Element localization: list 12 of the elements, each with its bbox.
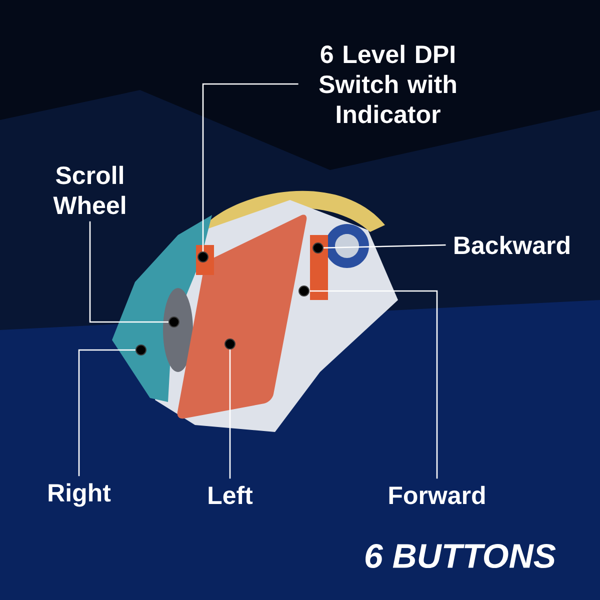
callout-text: Scroll Wheel [53,166,126,214]
leader-line [323,244,446,249]
callout-text: 6 Level DPI Switch with Indicator [319,44,456,124]
callout-text: Backward [454,236,570,254]
callout-text: Left [208,486,253,504]
leader-line [78,349,136,476]
leader-line [229,350,231,479]
callout-text: Right [48,483,111,507]
leader-line [202,83,298,252]
banner-text: 6 BUTTONS [366,544,556,568]
callout-text: Forward [389,486,485,504]
leader-line [89,221,168,323]
